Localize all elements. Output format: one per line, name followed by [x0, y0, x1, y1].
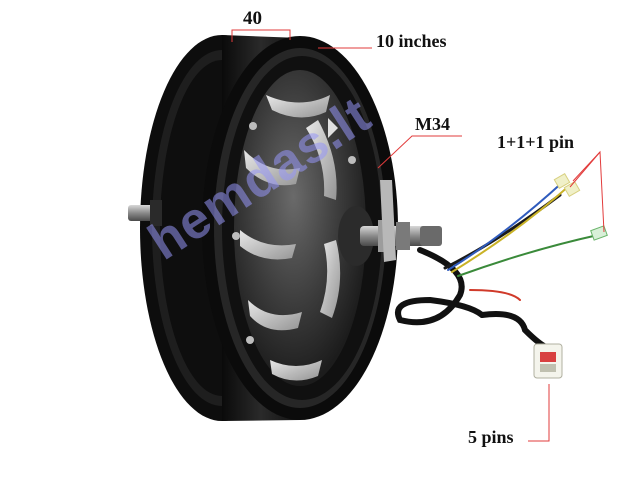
rim-size-label: 10 inches	[376, 31, 447, 51]
cable-bundle	[395, 179, 599, 351]
right-axle	[338, 180, 442, 266]
annotation-lines	[231, 29, 605, 442]
hall-connectors	[553, 172, 608, 241]
left-axle	[128, 200, 162, 226]
axle-thread-label: M34	[415, 114, 450, 134]
phase-connector-label: 5 pins	[468, 427, 514, 447]
brand-logo	[328, 118, 338, 138]
hall-connector-label: 1+1+1 pin	[497, 132, 575, 152]
phase-connector	[533, 343, 563, 379]
width-label: 40	[243, 8, 262, 29]
hub-face	[232, 70, 366, 386]
